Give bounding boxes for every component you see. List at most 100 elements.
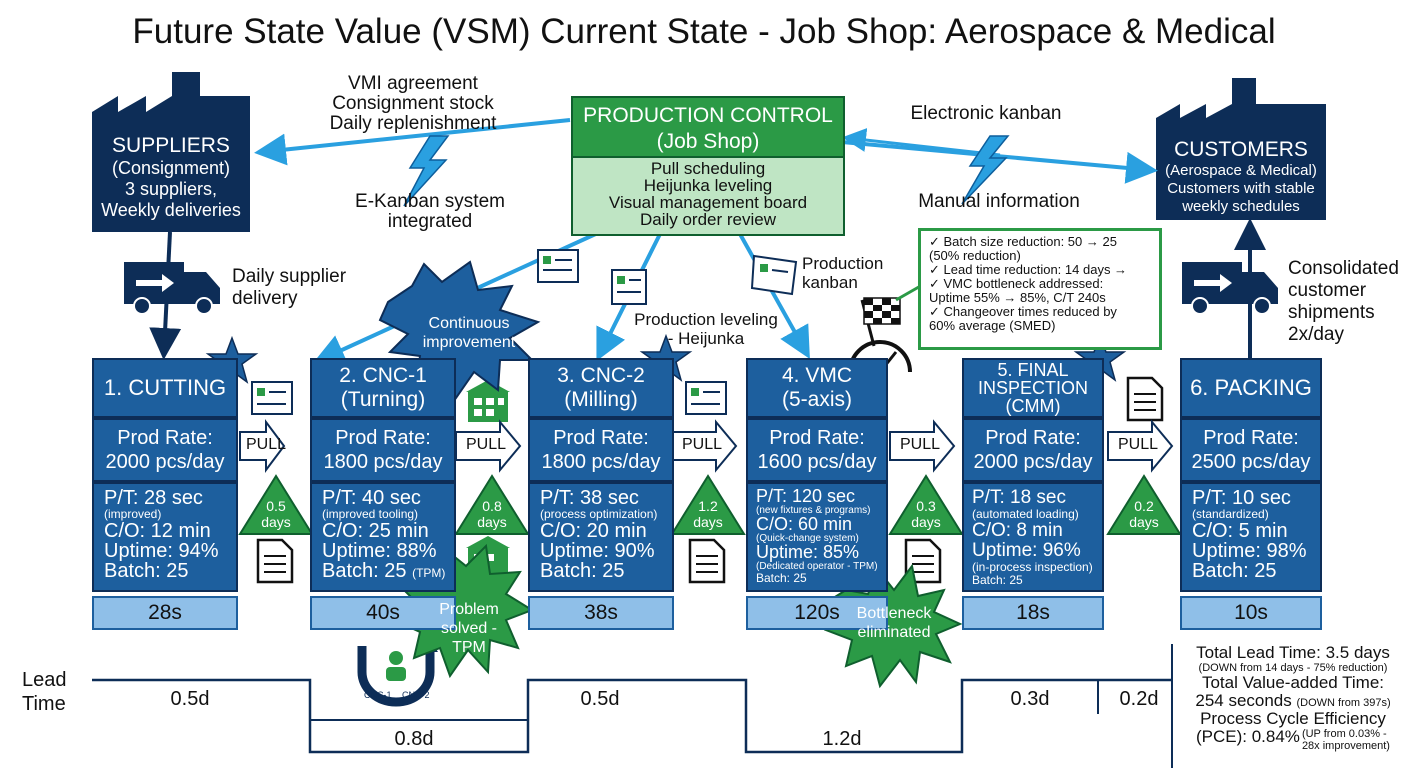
production-leveling-line: - Heijunka	[667, 329, 745, 348]
process-cutting-header: 1. CUTTING	[92, 358, 238, 418]
process-cnc2-data: P/T: 38 sec (process optimization) C/O: …	[528, 482, 674, 592]
production-leveling-line: Production leveling	[634, 310, 778, 329]
process-vmc-cycle-time: 120s	[746, 596, 888, 630]
pc-line: Pull scheduling	[650, 159, 766, 178]
process-name: 6. PACKING	[1190, 375, 1312, 400]
pc-line: Daily order review	[639, 210, 777, 229]
customers-box: CUSTOMERS (Aerospace & Medical) Customer…	[1156, 138, 1326, 216]
continuous-improvement-text: Continuous improvement	[414, 314, 524, 352]
process-time: P/T: 10 sec	[1192, 487, 1291, 509]
uptime: Uptime: 85%	[756, 542, 860, 562]
rate-value: 2000 pcs/day	[973, 451, 1093, 473]
loop-label-cnc1: CNC-1	[364, 690, 392, 700]
checklist-item: ✓ Lead time reduction: 14 days →	[929, 263, 1128, 277]
shipments-line: customer	[1288, 280, 1367, 301]
checklist-item: ✓ Batch size reduction: 50 → 25	[929, 235, 1117, 249]
process-time-note: (process optimization)	[540, 507, 658, 521]
summary-pce-note: 28x improvement)	[1301, 740, 1390, 752]
shipments-line: shipments	[1288, 302, 1375, 323]
rate-value: 1800 pcs/day	[323, 451, 443, 473]
batch: Batch: 25	[972, 573, 1023, 587]
process-time: P/T: 120 sec	[756, 486, 856, 506]
pull-label: PULL	[246, 436, 287, 453]
truck-icon	[1182, 262, 1278, 315]
process-cutting-cycle-time: 28s	[92, 596, 238, 630]
customers-line: weekly schedules	[1182, 198, 1300, 215]
pc-line: Visual management board	[608, 193, 808, 212]
inventory-value: 0.2	[1134, 498, 1154, 514]
supplier-info-note: VMI agreement Consignment stock Daily re…	[318, 74, 508, 134]
suppliers-box: SUPPLIERS (Consignment) 3 suppliers, Wee…	[92, 134, 250, 221]
suppliers-name: SUPPLIERS	[112, 134, 230, 157]
lead-time-value: 0.5d	[170, 688, 210, 710]
inventory-value: 0.3	[916, 498, 936, 514]
process-name: 4. VMC	[781, 364, 852, 387]
rate-label: Prod Rate:	[553, 427, 649, 449]
inventory-triangle-icon	[670, 474, 746, 535]
process-time: P/T: 28 sec	[104, 487, 203, 509]
inventory-unit: days	[1129, 514, 1159, 530]
burst-line: eliminated	[857, 624, 931, 641]
bottleneck-eliminated-text: Bottleneck eliminated	[846, 604, 942, 642]
process-name: 1. CUTTING	[103, 375, 227, 400]
production-kanban-line: kanban	[802, 273, 858, 292]
summary-pce-title: Process Cycle Efficiency	[1200, 709, 1386, 728]
process-vmc-rate: Prod Rate: 1600 pcs/day	[746, 418, 888, 482]
process-time-note: (new fixtures & programs)	[756, 505, 871, 516]
process-cutting-data: P/T: 28 sec (improved) C/O: 12 min Uptim…	[92, 482, 238, 592]
process-time-note: (automated loading)	[972, 507, 1079, 521]
production-control-box: PRODUCTION CONTROL (Job Shop) Pull sched…	[571, 96, 845, 236]
pull-arrow-icon	[1107, 419, 1174, 473]
process-name: (5-axis)	[781, 388, 852, 411]
process-inspection-cycle-time: 18s	[962, 596, 1104, 630]
arrow-pc-to-suppliers	[254, 118, 571, 166]
process-inspection-header: 5. FINAL INSPECTION (CMM)	[962, 358, 1104, 418]
process-inspection-data: P/T: 18 sec (automated loading) C/O: 8 m…	[962, 482, 1104, 592]
supplier-info-line: VMI agreement	[348, 73, 478, 94]
burst-line: solved -	[440, 620, 498, 637]
process-cnc2-cycle-time: 38s	[528, 596, 674, 630]
process-cnc1-header: 2. CNC-1 (Turning)	[310, 358, 456, 418]
summary-pce-value: (PCE): 0.84%	[1196, 727, 1300, 746]
changeover: C/O: 8 min	[972, 520, 1063, 541]
lead-time-label-line: Lead	[22, 669, 67, 691]
inventory-triangle-icon	[888, 474, 964, 535]
pull-label: PULL	[1118, 436, 1159, 453]
customers-line: Customers with stable	[1167, 180, 1315, 197]
process-time-note: (standardized)	[1192, 507, 1269, 521]
arrow-customers-to-pc	[842, 128, 1001, 157]
summary-total-lead-note: (DOWN from 14 days - 75% reduction)	[1198, 662, 1388, 674]
changeover: C/O: 25 min	[322, 520, 429, 542]
process-time: P/T: 18 sec	[972, 487, 1066, 508]
kanban-card-icon	[750, 254, 798, 296]
pull-label: PULL	[900, 436, 941, 453]
uptime: Uptime: 98%	[1192, 540, 1307, 562]
inventory-unit: days	[911, 514, 941, 530]
summary-panel: Total Lead Time: 3.5 days (DOWN from 14 …	[1182, 644, 1404, 753]
checklist-item: Uptime 55% → 85%, C/T 240s	[929, 291, 1106, 305]
supplier-info-line: Consignment stock	[332, 93, 494, 114]
batch: Batch: 25	[322, 560, 407, 582]
process-cnc2-header: 3. CNC-2 (Milling)	[528, 358, 674, 418]
ekanban-note: E-Kanban system integrated	[340, 192, 520, 232]
checklist-item: (50% reduction)	[929, 249, 1021, 263]
process-packing-rate: Prod Rate: 2500 pcs/day	[1180, 418, 1322, 482]
ekanban-line: integrated	[387, 211, 473, 232]
inventory-triangle-icon	[454, 474, 530, 535]
changeover-note: (Quick-change system)	[756, 533, 859, 544]
summary-va-value: 254 seconds	[1195, 691, 1292, 710]
changeover: C/O: 5 min	[1192, 520, 1288, 542]
kanban-card-icon	[251, 381, 293, 415]
kanban-card-icon	[537, 249, 579, 283]
production-kanban-label: Production kanban	[802, 254, 883, 292]
process-time: P/T: 38 sec	[540, 487, 639, 509]
kanban-card-icon	[685, 381, 727, 415]
process-vmc-data: P/T: 120 sec (new fixtures & programs) C…	[746, 482, 888, 592]
production-control-body: Pull scheduling Heijunka leveling Visual…	[573, 158, 843, 228]
customers-name: CUSTOMERS	[1174, 138, 1308, 161]
document-icon	[688, 538, 726, 584]
changeover: C/O: 60 min	[756, 514, 853, 534]
